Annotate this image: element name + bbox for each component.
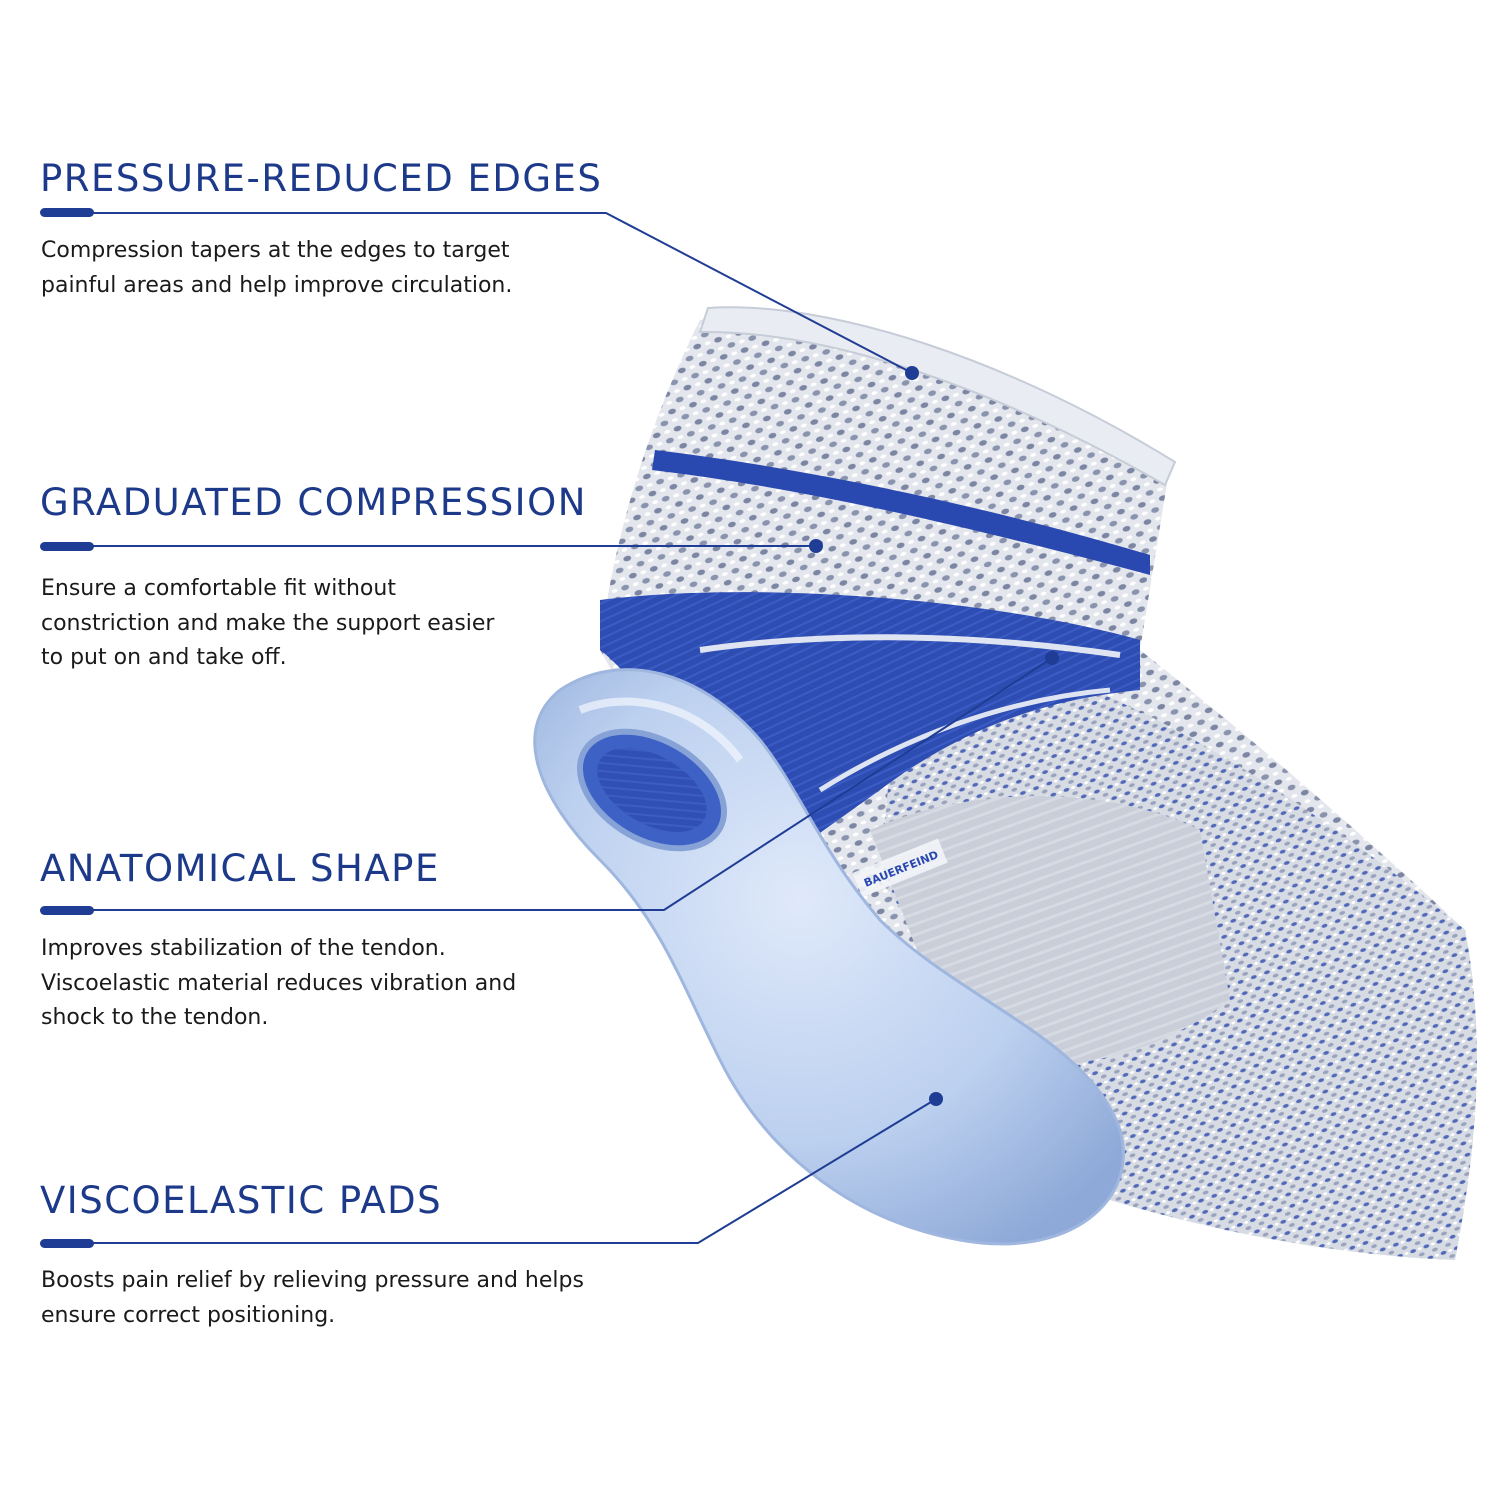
feature-title: VISCOELASTIC PADS — [40, 1179, 443, 1222]
callout-line-viscoelastic-pads — [92, 1098, 937, 1244]
feature-title: ANATOMICAL SHAPE — [40, 847, 440, 890]
feature-pressure-reduced-edges: PRESSURE-REDUCED EDGES Compression taper… — [40, 157, 660, 298]
feature-title: PRESSURE-REDUCED EDGES — [40, 157, 603, 200]
callout-line-anatomical-shape — [92, 657, 1053, 911]
callout-dot-pressure-edges — [905, 366, 919, 380]
sleeve-top-rim — [698, 306, 1177, 487]
title-accent-bar — [40, 1239, 94, 1248]
feature-description: Boosts pain relief by relieving pressure… — [41, 1268, 584, 1328]
callout-dot-anatomical-shape — [1045, 651, 1059, 665]
compression-band-stripe — [699, 634, 1121, 658]
title-accent-bar — [40, 906, 94, 915]
feature-viscoelastic-pads: VISCOELASTIC PADS Boosts pain relief by … — [40, 1179, 660, 1328]
callout-dot-graduated-compression — [809, 539, 823, 553]
title-accent-bar — [40, 208, 94, 217]
compression-band-stripe-2 — [818, 687, 1111, 793]
pad-highlight — [578, 697, 744, 763]
feature-title: GRADUATED COMPRESSION — [40, 481, 587, 524]
feature-anatomical-shape: ANATOMICAL SHAPE Improves stabilization … — [40, 847, 660, 1030]
compression-band-top — [652, 450, 1150, 575]
callout-dot-viscoelastic-pads — [929, 1092, 943, 1106]
feature-graduated-compression: GRADUATED COMPRESSION Ensure a comfortab… — [40, 481, 660, 670]
feature-description: Compression tapers at the edges to targe… — [41, 238, 513, 298]
pad-hole-inner — [597, 747, 707, 833]
title-accent-bar — [40, 542, 94, 551]
feature-description: Improves stabilization of the tendon.Vis… — [41, 936, 517, 1030]
callout-line-pressure-edges — [92, 212, 913, 374]
